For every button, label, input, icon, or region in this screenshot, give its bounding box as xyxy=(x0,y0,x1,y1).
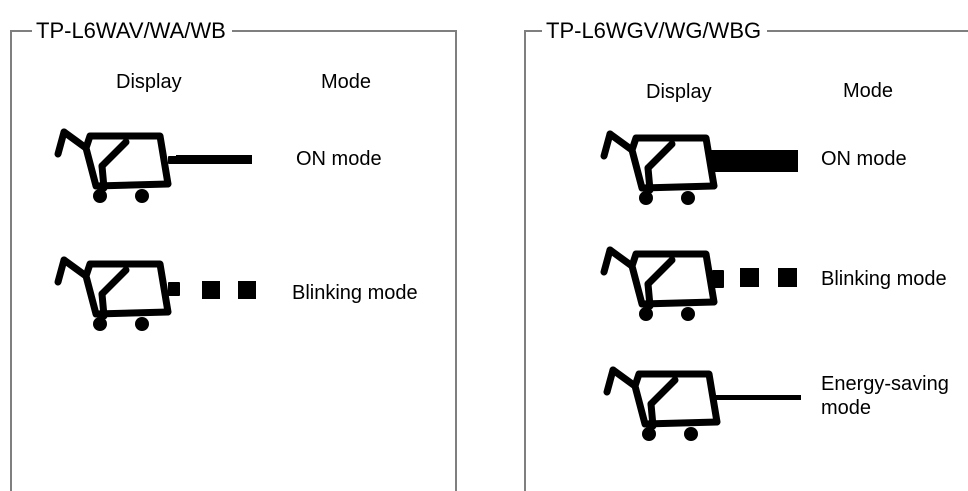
panel-title: TP-L6WAV/WA/WB xyxy=(32,13,232,49)
mode-label-energy-saving: Energy-saving mode xyxy=(821,373,949,419)
display-column-header: Display xyxy=(646,81,712,103)
cart-icon xyxy=(600,130,718,194)
panel-left: TP-L6WAV/WA/WB xyxy=(10,13,457,491)
cart-icon-blinking-mode xyxy=(54,256,256,331)
cart-icon-blinking-mode xyxy=(600,246,797,321)
cart-icon xyxy=(54,128,172,192)
panel-right: TP-L6WGV/WG/WBG xyxy=(524,13,968,491)
mode-label-on: ON mode xyxy=(296,148,382,170)
mode-label-blinking: Blinking mode xyxy=(821,268,947,290)
cart-icon-on-mode xyxy=(54,128,252,203)
blinking-squares xyxy=(202,281,256,299)
on-mode-solid-line xyxy=(176,155,252,164)
mode-label-blinking: Blinking mode xyxy=(292,282,418,304)
cart-icon-energy-saving-mode xyxy=(603,366,801,441)
cart-icon xyxy=(54,256,172,320)
cart-icon-on-mode xyxy=(600,130,798,205)
panel-title: TP-L6WGV/WG/WBG xyxy=(542,13,768,49)
mode-column-header: Mode xyxy=(321,71,372,93)
mode-label-on: ON mode xyxy=(821,148,907,170)
mode-column-header: Mode xyxy=(843,80,894,102)
on-mode-thick-line xyxy=(710,150,798,172)
display-column-header: Display xyxy=(116,71,182,93)
cart-icon xyxy=(603,366,721,430)
energy-saving-thin-line xyxy=(713,395,801,400)
blinking-squares xyxy=(740,268,797,287)
cart-icon xyxy=(600,246,718,310)
